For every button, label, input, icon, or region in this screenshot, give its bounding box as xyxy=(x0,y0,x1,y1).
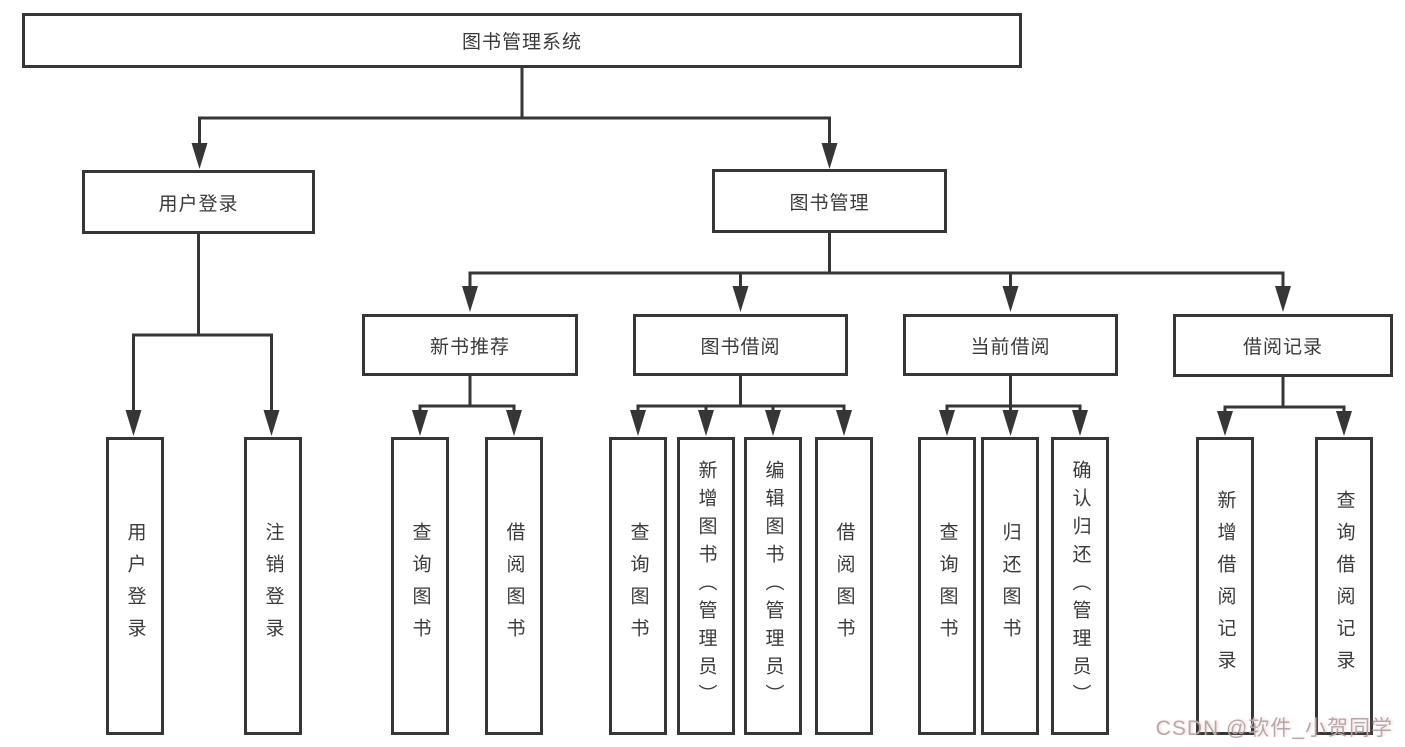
node-current-borrow-label: 当前借阅 xyxy=(970,336,1051,358)
leaf-add-book-admin-label: 新增图书（管理员） xyxy=(695,460,717,712)
leaf-edit-book-admin-label: 编辑图书（管理员） xyxy=(762,460,784,712)
arrowhead-icons xyxy=(125,143,1352,436)
leaf-add-borrow-record-label: 新增借阅记录 xyxy=(1214,490,1236,682)
leaf-borrow-book-1: 借阅图书 xyxy=(485,437,543,735)
leaf-query-borrow-record: 查询借阅记录 xyxy=(1315,437,1373,735)
node-book-management-label: 图书管理 xyxy=(789,192,870,214)
node-user-login-label: 用户登录 xyxy=(158,193,239,215)
node-new-book-recommend-label: 新书推荐 xyxy=(429,336,510,358)
leaf-logout-label: 注销登录 xyxy=(262,522,284,650)
leaf-query-book-1: 查询图书 xyxy=(391,437,449,735)
leaf-borrow-book-2-label: 借阅图书 xyxy=(833,522,855,650)
leaf-borrow-book-2: 借阅图书 xyxy=(815,437,873,735)
leaf-return-book-label: 归还图书 xyxy=(999,522,1021,650)
leaf-query-book-2-label: 查询图书 xyxy=(627,522,649,650)
leaf-user-login: 用户登录 xyxy=(106,437,164,735)
leaf-query-book-3-label: 查询图书 xyxy=(936,522,958,650)
node-user-login: 用户登录 xyxy=(82,170,315,234)
node-book-management: 图书管理 xyxy=(712,169,947,233)
leaf-confirm-return-admin-label: 确认归还（管理员） xyxy=(1069,460,1091,712)
node-borrow-records-label: 借阅记录 xyxy=(1242,337,1323,358)
leaf-query-borrow-record-label: 查询借阅记录 xyxy=(1333,490,1355,682)
leaf-query-book-1-label: 查询图书 xyxy=(409,522,431,650)
leaf-query-book-2: 查询图书 xyxy=(609,437,667,735)
node-new-book-recommend: 新书推荐 xyxy=(362,314,578,376)
leaf-edit-book-admin: 编辑图书（管理员） xyxy=(744,437,802,735)
leaf-user-login-label: 用户登录 xyxy=(124,522,146,650)
leaf-add-borrow-record: 新增借阅记录 xyxy=(1196,437,1254,735)
leaf-logout: 注销登录 xyxy=(244,437,302,735)
node-book-borrow-label: 图书借阅 xyxy=(700,336,781,358)
node-root-system: 图书管理系统 xyxy=(22,13,1022,68)
csdn-watermark: CSDN @软件_小贺同学 xyxy=(1155,717,1393,740)
leaf-query-book-3: 查询图书 xyxy=(918,437,976,735)
connector-lines xyxy=(132,66,1346,413)
node-book-borrow: 图书借阅 xyxy=(633,314,848,376)
leaf-return-book: 归还图书 xyxy=(981,437,1039,735)
node-root-label: 图书管理系统 xyxy=(461,32,582,53)
node-current-borrow: 当前借阅 xyxy=(903,314,1118,376)
leaf-add-book-admin: 新增图书（管理员） xyxy=(677,437,735,735)
leaf-borrow-book-1-label: 借阅图书 xyxy=(503,522,525,650)
leaf-confirm-return-admin: 确认归还（管理员） xyxy=(1051,437,1109,735)
node-borrow-records: 借阅记录 xyxy=(1173,314,1393,377)
